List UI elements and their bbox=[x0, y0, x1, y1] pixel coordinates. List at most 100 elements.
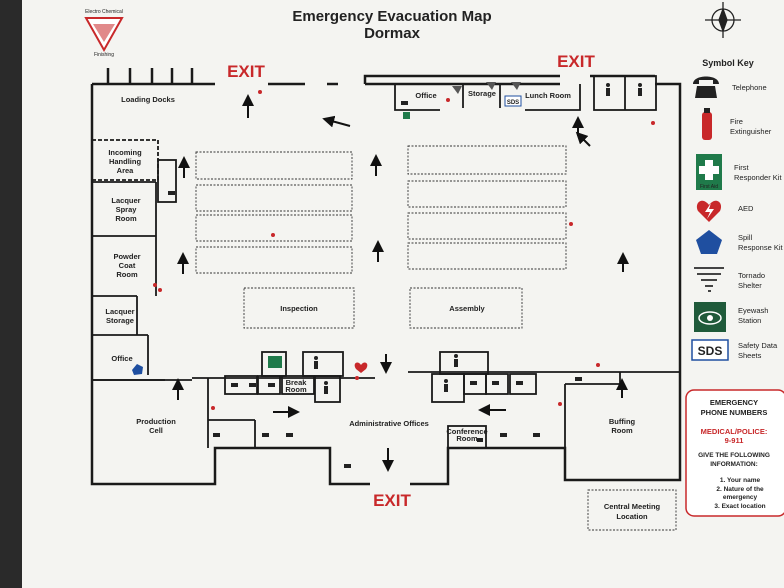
key-spill-response: Spill Response Kit bbox=[696, 230, 784, 254]
emergency-title: EMERGENCY bbox=[710, 398, 758, 407]
loading-dock-doors bbox=[106, 68, 194, 84]
emergency-item: 3. Exact location bbox=[714, 503, 765, 510]
restroom-icon bbox=[314, 83, 642, 394]
arrow-to-east-exit bbox=[575, 131, 591, 147]
tornado-shelter-icon bbox=[694, 267, 724, 292]
emergency-instructions: INFORMATION: bbox=[710, 461, 758, 468]
label-powder-coat: Powder bbox=[113, 252, 140, 261]
fire-extinguisher-icon bbox=[153, 90, 655, 410]
label-lunch-room: Lunch Room bbox=[525, 91, 571, 100]
compass-icon bbox=[705, 2, 741, 38]
key-sds: SDS Safety Data Sheets bbox=[691, 339, 778, 361]
key-telephone: Telephone bbox=[693, 76, 767, 98]
label-incoming: Area bbox=[117, 166, 135, 175]
key-aed: AED bbox=[696, 200, 754, 222]
label-production-cell: Cell bbox=[149, 426, 163, 435]
telephone-icon bbox=[168, 101, 582, 468]
key-label: AED bbox=[738, 204, 754, 213]
work-tables bbox=[195, 145, 677, 531]
spill-kit-icon bbox=[132, 364, 143, 375]
label-powder-coat: Room bbox=[116, 270, 138, 279]
key-label: Telephone bbox=[732, 83, 767, 92]
sds-icon bbox=[504, 95, 522, 107]
label-conference-room: Conference bbox=[446, 427, 487, 436]
aed-icon bbox=[354, 362, 368, 373]
label-production-cell: Production bbox=[136, 417, 176, 426]
spill-kit-icon bbox=[696, 230, 722, 254]
emergency-item: 1. Your name bbox=[720, 477, 761, 484]
label-buffing-room: Room bbox=[611, 426, 633, 435]
room-labels: Loading Docks Office Storage Lunch Room … bbox=[105, 89, 660, 521]
logo-text-bottom: Finishing bbox=[94, 52, 114, 58]
sds-map-label: SDS bbox=[507, 100, 519, 106]
label-lacquer-storage: Lacquer bbox=[105, 307, 134, 316]
label-lacquer-spray: Room bbox=[115, 214, 137, 223]
emergency-medical: MEDICAL/POLICE: bbox=[701, 427, 768, 436]
label-office-west: Office bbox=[111, 354, 132, 363]
label-buffing-room: Buffing bbox=[609, 417, 636, 426]
eyewash-icon bbox=[268, 356, 282, 368]
map-symbols: SDS bbox=[132, 82, 655, 468]
key-label: Extinguisher bbox=[730, 127, 772, 136]
label-lacquer-spray: Spray bbox=[116, 205, 138, 214]
key-label: Tornado bbox=[738, 271, 765, 280]
key-fire-extinguisher: Fire Extinguisher bbox=[702, 108, 772, 140]
symbol-key-title: Symbol Key bbox=[702, 58, 754, 68]
label-incoming: Incoming bbox=[108, 148, 142, 157]
key-label: First bbox=[734, 163, 749, 172]
exit-sign-west: EXIT bbox=[227, 62, 265, 81]
company-logo: Electro Chemical Finishing bbox=[84, 9, 124, 58]
key-label: Shelter bbox=[738, 281, 762, 290]
exit-sign-south: EXIT bbox=[373, 491, 411, 510]
emergency-item: 2. Nature of the bbox=[716, 486, 764, 493]
sds-icon bbox=[691, 339, 729, 361]
fire-extinguisher-icon bbox=[702, 112, 712, 140]
key-label: Responder Kit bbox=[734, 173, 782, 182]
map-paper bbox=[22, 0, 784, 588]
evacuation-arrows bbox=[172, 94, 629, 472]
logo-text-top: Electro Chemical bbox=[85, 9, 123, 15]
emergency-phone-box: EMERGENCY PHONE NUMBERS MEDICAL/POLICE: … bbox=[685, 389, 784, 517]
exit-sign-east: EXIT bbox=[557, 52, 595, 71]
label-inspection: Inspection bbox=[280, 304, 318, 313]
emergency-instructions: GIVE THE FOLLOWING bbox=[698, 452, 770, 459]
label-loading-docks: Loading Docks bbox=[121, 95, 175, 104]
emergency-number: 9-911 bbox=[725, 436, 744, 445]
arrow-northwest bbox=[322, 115, 351, 128]
emergency-item: emergency bbox=[723, 494, 758, 501]
label-assembly: Assembly bbox=[449, 304, 485, 313]
first-aid-caption: First Aid bbox=[700, 184, 718, 190]
west-rooms bbox=[91, 139, 177, 381]
key-label: Safety Data bbox=[738, 341, 778, 350]
key-eyewash: Eyewash Station bbox=[694, 302, 768, 332]
label-break-room: Room bbox=[285, 385, 307, 394]
label-central-meeting: Location bbox=[616, 512, 648, 521]
label-storage: Storage bbox=[468, 89, 496, 98]
tornado-shelter-icon bbox=[452, 82, 521, 94]
label-powder-coat: Coat bbox=[119, 261, 136, 270]
label-conference-room: Room bbox=[456, 434, 478, 443]
telephone-icon bbox=[693, 76, 719, 98]
label-administrative-offices: Administrative Offices bbox=[349, 419, 429, 428]
key-first-responder: First Aid First Responder Kit bbox=[696, 154, 782, 190]
sds-badge-text: SDS bbox=[698, 344, 723, 358]
label-break-room: Break bbox=[286, 378, 308, 387]
label-central-meeting: Central Meeting bbox=[604, 502, 661, 511]
key-label: Spill bbox=[738, 233, 753, 242]
key-label: Response Kit bbox=[738, 243, 784, 252]
key-label: Station bbox=[738, 316, 761, 325]
map-subtitle: Dormax bbox=[364, 25, 421, 42]
label-lacquer-storage: Storage bbox=[106, 316, 134, 325]
key-label: Sheets bbox=[738, 351, 762, 360]
key-label: Eyewash bbox=[738, 306, 768, 315]
first-aid-kit-icon bbox=[403, 112, 410, 119]
symbol-key: Symbol Key Telephone Fire Extinguisher F… bbox=[691, 58, 784, 361]
north-rooms bbox=[394, 75, 657, 111]
map-title: Emergency Evacuation Map bbox=[292, 8, 491, 25]
emergency-title: PHONE NUMBERS bbox=[701, 408, 768, 417]
label-office-north: Office bbox=[415, 91, 436, 100]
label-lacquer-spray: Lacquer bbox=[111, 196, 140, 205]
key-label: Fire bbox=[730, 117, 743, 126]
